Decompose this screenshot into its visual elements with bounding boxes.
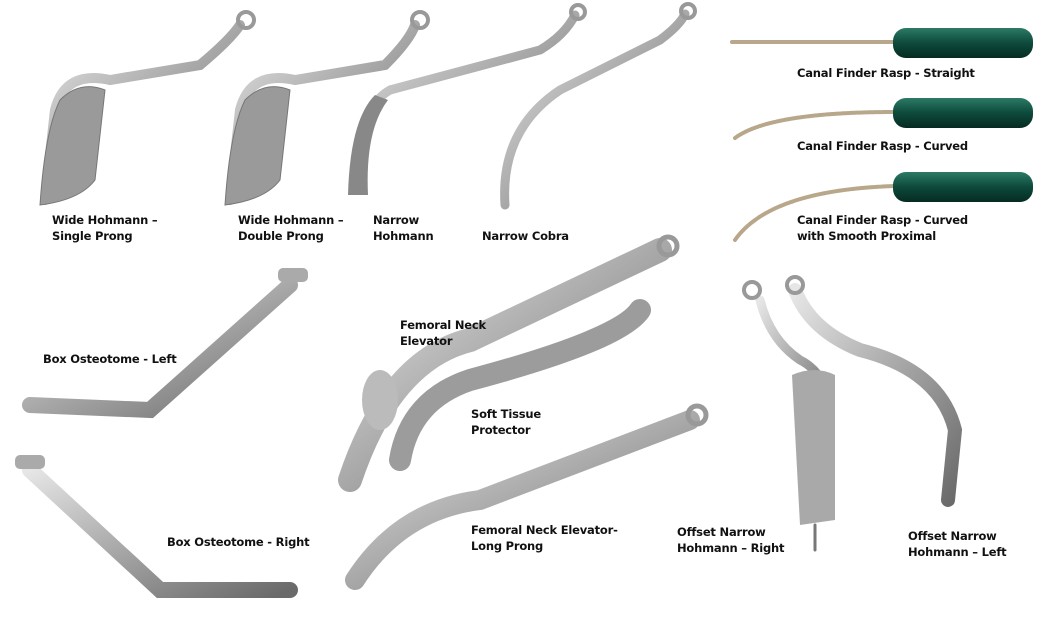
label-canal-finder-rasp-straight: Canal Finder Rasp - Straight [797,65,975,81]
label-line: Femoral Neck [400,318,486,332]
label-wide-hohmann-double-prong: Wide Hohmann – Double Prong [238,212,344,244]
label-line: Single Prong [52,229,133,243]
label-box-osteotome-left: Box Osteotome - Left [43,351,177,367]
label-narrow-cobra: Narrow Cobra [482,228,569,244]
label-line: Offset Narrow [677,525,766,539]
box-osteotome-right-instrument [15,455,298,598]
canal-finder-rasp-straight-instrument [730,28,1033,58]
label-line: Canal Finder Rasp - Curved [797,139,968,153]
label-line: Narrow Cobra [482,229,569,243]
narrow-cobra-instrument [500,2,697,210]
label-line: Soft Tissue [471,407,541,421]
label-line: Hohmann – Left [908,545,1007,559]
offset-narrow-hohmann-right-instrument [742,280,835,552]
canal-finder-rasp-curved-smooth-instrument [733,172,1033,242]
label-canal-finder-rasp-curved: Canal Finder Rasp - Curved [797,138,968,154]
label-line: Canal Finder Rasp - Curved [797,213,968,227]
label-wide-hohmann-single-prong: Wide Hohmann – Single Prong [52,212,158,244]
label-line: Hohmann [373,229,434,243]
label-line: Canal Finder Rasp - Straight [797,66,975,80]
offset-narrow-hohmann-left-instrument [785,275,963,507]
femoral-neck-elevator-long-instrument [345,403,709,590]
soft-tissue-protector-instrument [362,299,651,471]
label-line: Narrow [373,213,420,227]
box-osteotome-left-instrument [22,268,308,419]
label-line: Offset Narrow [908,529,997,543]
label-line: Hohmann – Right [677,541,785,555]
label-line: Wide Hohmann – [52,213,158,227]
label-line: Double Prong [238,229,324,243]
wide-hohmann-single-instrument [39,10,256,206]
label-line: Box Osteotome - Right [167,535,310,549]
label-line: Box Osteotome - Left [43,352,177,366]
label-femoral-neck-elevator-long-prong: Femoral Neck Elevator- Long Prong [471,522,618,554]
label-box-osteotome-right: Box Osteotome - Right [167,534,310,550]
narrow-hohmann-instrument [348,3,587,195]
femoral-neck-elevator-instrument [338,234,680,492]
canal-finder-rasp-curved-instrument [733,98,1033,140]
wide-hohmann-double-instrument [224,10,430,206]
label-line: Femoral Neck Elevator- [471,523,618,537]
label-line: Protector [471,423,531,437]
label-line: with Smooth Proximal [797,229,937,243]
label-line: Elevator [400,334,453,348]
label-line: Long Prong [471,539,544,553]
label-canal-finder-rasp-curved-smooth: Canal Finder Rasp - Curved with Smooth Pr… [797,212,968,244]
label-line: Wide Hohmann – [238,213,344,227]
